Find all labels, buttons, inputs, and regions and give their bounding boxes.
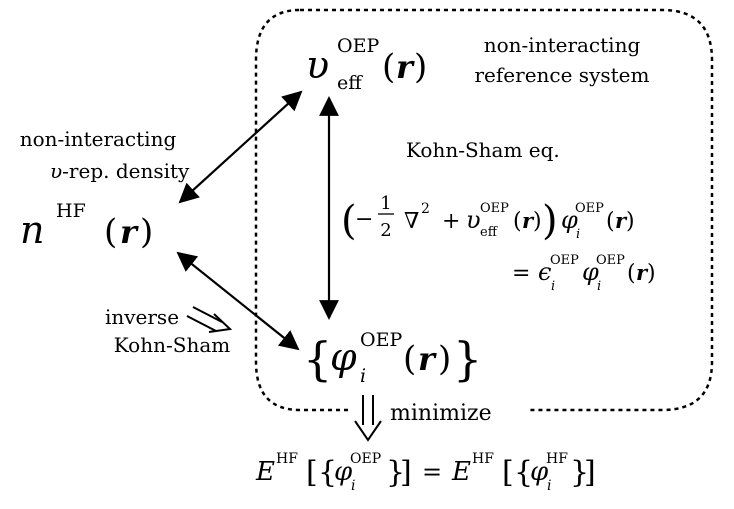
eq-r1: r (522, 208, 535, 233)
eq-orbital: φ (561, 206, 578, 234)
potential-symbol: υ (306, 43, 329, 87)
position-symbol: r (418, 340, 437, 378)
arrow-density-orbitals (176, 251, 300, 351)
eq-half-den: 2 (380, 220, 391, 241)
eq-eigenvalue: ϵ (538, 258, 551, 286)
brace-right: } (453, 332, 482, 386)
arrow-density-potential (178, 90, 303, 204)
eq-pr2: ) (626, 209, 635, 234)
paren-left: ( (403, 339, 416, 379)
eq-paren-right: ) (542, 198, 558, 244)
eq-r3: r (636, 260, 649, 285)
paren-left: ( (104, 212, 117, 252)
reference-system-label-2: reference system (475, 63, 650, 87)
energy-symbol-left: E (255, 457, 275, 487)
brace-left-1: { (318, 455, 337, 490)
eq-r2: r (615, 208, 628, 233)
bracket-right-1: ] (400, 455, 412, 490)
eq-half-num: 1 (380, 193, 391, 214)
eq-nabla: ∇ (404, 209, 419, 234)
bracket-left-2: [ (502, 455, 514, 490)
bracket-right-2: ] (584, 455, 596, 490)
orbital-left-oep: OEP (350, 451, 381, 467)
minimize-label: minimize (390, 401, 492, 426)
kohn-sham-equation-rhs: = ϵ OEP i φ OEP i ( r ) (512, 253, 656, 294)
bracket-left-1: [ (306, 455, 318, 490)
eq-paren-left: ( (341, 198, 357, 244)
hf-density-node: n HF ( r ) (20, 200, 153, 252)
inverse-label-2: Kohn-Sham (114, 333, 230, 357)
inverse-label-1: inverse (105, 305, 179, 329)
paren-right: ) (414, 47, 427, 87)
orbital-left: φ (334, 457, 353, 487)
eq-pl: ( (513, 209, 522, 234)
orbital-right: φ (530, 457, 549, 487)
orbital-right-i: i (547, 478, 551, 494)
energy-symbol-right: E (451, 457, 471, 487)
eq-eigenvalue-i: i (551, 279, 555, 294)
inverse-double-arrow (186, 306, 233, 333)
energy-hf-right: HF (472, 451, 494, 467)
eq-eigenvalue-oep: OEP (550, 253, 579, 268)
eq-minus: − (355, 207, 373, 232)
orbital-i-sub: i (360, 365, 366, 387)
energy-equals: = (422, 458, 442, 486)
brace-right-2: } (570, 455, 589, 490)
eq-potential: υ (466, 206, 481, 234)
eq-pr: ) (533, 209, 542, 234)
reference-system-box (254, 8, 714, 412)
brace-left: { (303, 332, 332, 386)
orbitals-node: { φ OEP i ( r ) } (303, 329, 482, 387)
paren-right: ) (438, 339, 451, 379)
energy-equality: E HF [ { φ OEP i } ] = E HF [ { φ HF i }… (255, 451, 596, 494)
orbital-left-i: i (351, 478, 355, 494)
eq-plus: + (442, 209, 460, 234)
brace-left-2: { (514, 455, 533, 490)
paren-left: ( (382, 47, 395, 87)
eq-pl2: ( (606, 209, 615, 234)
density-label-1: non-interacting (20, 127, 177, 151)
eq-orbital-rhs: φ (582, 258, 599, 286)
eq-equals: = (512, 261, 530, 286)
eq-potential-eff: eff (480, 225, 499, 240)
position-symbol: r (396, 48, 415, 86)
eq-nabla-sq: 2 (421, 201, 430, 217)
minimize-double-arrow (354, 395, 382, 442)
orbital-oep-sup: OEP (360, 329, 402, 351)
energy-hf-left: HF (276, 451, 298, 467)
kohn-sham-title: Kohn-Sham eq. (406, 138, 560, 162)
eq-potential-oep: OEP (480, 201, 509, 216)
density-label-2: υ-rep. density (50, 159, 190, 183)
brace-right-1: } (386, 455, 405, 490)
orbital-symbol: φ (330, 335, 357, 379)
paren-right: ) (140, 212, 153, 252)
potential-oep-sup: OEP (337, 35, 379, 57)
eq-orbital-oep: OEP (575, 201, 604, 216)
eq-pl3: ( (627, 261, 636, 286)
density-symbol: n (20, 208, 44, 252)
eq-pr3: ) (647, 261, 656, 286)
kohn-sham-equation: ( − 1 2 ∇ 2 + υ OEP eff ( r ) ) φ OEP i … (341, 193, 635, 244)
potential-eff-sub: eff (337, 72, 363, 94)
position-symbol: r (120, 213, 139, 251)
reference-system-label-1: non-interacting (484, 33, 641, 57)
eq-orbital-rhs-oep: OEP (596, 253, 625, 268)
density-hf-sup: HF (56, 200, 86, 222)
orbital-right-hf: HF (546, 451, 568, 467)
eq-orbital-i: i (576, 227, 580, 242)
effective-potential-node: υ OEP eff ( r ) (306, 35, 427, 94)
eq-orbital-rhs-i: i (597, 279, 601, 294)
